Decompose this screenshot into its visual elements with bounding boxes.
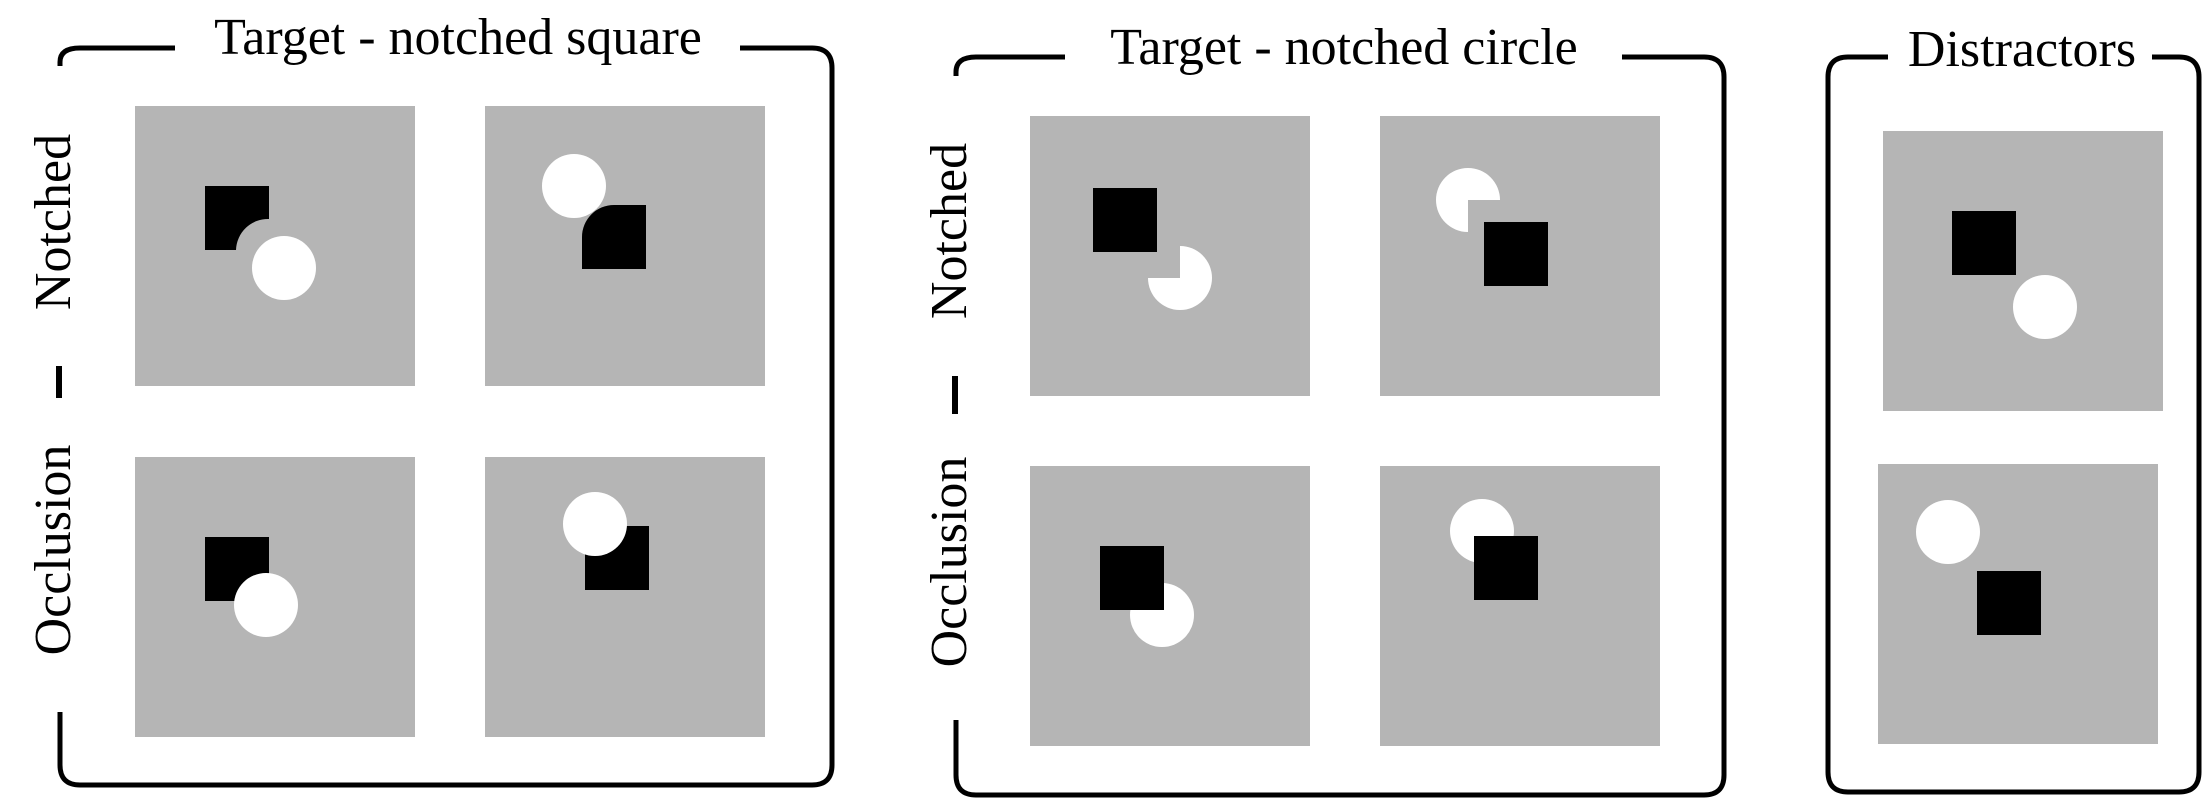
stimulus-panel xyxy=(1878,464,2158,744)
stimulus-panel xyxy=(1883,131,2163,411)
circle xyxy=(252,236,316,300)
row-label-occlusion: Occlusion xyxy=(25,445,82,656)
row-label-notched: Notched xyxy=(921,143,978,319)
row-label-dash xyxy=(56,366,62,398)
stimulus-panel xyxy=(135,457,415,737)
square xyxy=(1484,222,1548,286)
stimulus-panel xyxy=(1380,116,1660,396)
stimulus-panel xyxy=(1030,116,1310,396)
circle xyxy=(2013,275,2077,339)
group-notched-circle: Target - notched circle Notched Occlusio… xyxy=(921,19,1727,798)
occluding-circle xyxy=(234,573,298,637)
notched-square xyxy=(582,205,646,269)
stimulus-panel xyxy=(135,106,415,386)
stimulus-panel xyxy=(1380,466,1660,746)
group-title: Target - notched circle xyxy=(1110,19,1578,76)
panel-background xyxy=(1380,466,1660,746)
group-notched-square: Target - notched square Notched Occlusio… xyxy=(25,9,835,788)
stimulus-panel xyxy=(485,106,765,386)
notched-square xyxy=(205,186,269,250)
panel-background xyxy=(485,457,765,737)
panel-background xyxy=(1030,116,1310,396)
stimulus-panel xyxy=(485,457,765,737)
group-distractors: Distractors xyxy=(1825,21,2202,795)
bracket-notched-circle xyxy=(953,54,1727,798)
panel-background xyxy=(1883,131,2163,411)
occluding-circle xyxy=(563,492,627,556)
row-label-dash xyxy=(952,376,958,414)
group-title: Target - notched square xyxy=(214,9,702,66)
stimulus-panel xyxy=(1030,466,1310,746)
square xyxy=(1977,571,2041,635)
bracket-distractors xyxy=(1825,54,2202,795)
square xyxy=(1952,211,2016,275)
notched-circle xyxy=(1148,246,1212,310)
row-label-occlusion: Occlusion xyxy=(921,457,978,668)
circle xyxy=(542,154,606,218)
occluding-square xyxy=(1474,536,1538,600)
occluding-square xyxy=(1100,546,1164,610)
square xyxy=(1093,188,1157,252)
notched-circle xyxy=(1436,168,1500,232)
row-label-notched: Notched xyxy=(25,134,82,310)
bracket-notched-square xyxy=(57,45,835,788)
circle xyxy=(1916,500,1980,564)
group-title: Distractors xyxy=(1908,21,2136,78)
